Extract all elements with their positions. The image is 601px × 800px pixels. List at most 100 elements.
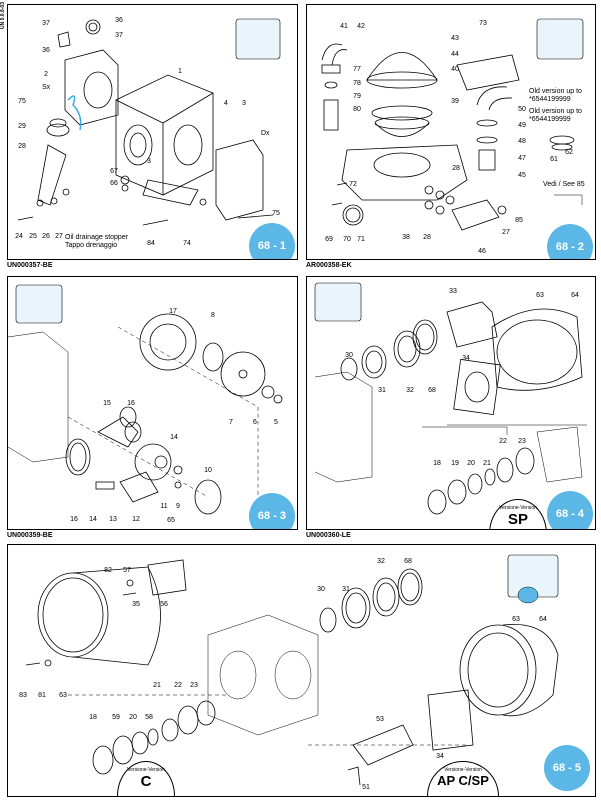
- callout-25: 25: [29, 233, 37, 240]
- callout-71: 71: [357, 236, 365, 243]
- code-panel-1: UN000357-BE: [7, 262, 53, 269]
- callout-21: 21: [483, 460, 491, 467]
- callout-31: 31: [342, 586, 350, 593]
- callout-14: 14: [170, 434, 178, 441]
- callout-11: 11: [160, 503, 167, 510]
- callout-64: 64: [539, 616, 547, 623]
- callout-67: 67: [110, 168, 118, 175]
- code-panel-4: UN000360-LE: [306, 532, 351, 539]
- callout-44: 44: [451, 51, 459, 58]
- callout-18: 18: [89, 714, 97, 721]
- old-version-code-2: *6544199999: [529, 116, 571, 123]
- callout-16b: 16: [70, 516, 78, 523]
- callout-23: 23: [190, 682, 198, 689]
- callout-84: 84: [147, 240, 155, 247]
- panel-68-5: 82 57 35 56 30 31 32 68 63 64 21 22 23 8…: [7, 544, 596, 797]
- callout-10: 10: [204, 467, 212, 474]
- callout-56: 56: [160, 601, 168, 608]
- callout-73: 73: [479, 20, 487, 27]
- callout-47: 47: [518, 155, 526, 162]
- callout-24: 24: [15, 233, 23, 240]
- callout-8: 8: [211, 312, 215, 319]
- callout-42: 42: [357, 23, 365, 30]
- callout-28: 28: [452, 165, 460, 172]
- callout-20: 20: [467, 460, 475, 467]
- callout-22: 22: [174, 682, 182, 689]
- callout-32: 32: [377, 558, 385, 565]
- callout-80: 80: [353, 106, 361, 113]
- callout-53: 53: [376, 716, 384, 723]
- callout-3b: 3: [147, 158, 151, 165]
- callout-34: 34: [436, 753, 444, 760]
- callout-34: 34: [462, 355, 470, 362]
- callout-31: 31: [378, 387, 386, 394]
- reducer-sp-drawing: 33 63 64 30 31 32 68 34 22 23 18 19 20 2…: [314, 282, 587, 515]
- callout-27: 27: [502, 229, 510, 236]
- callout-7: 7: [229, 419, 233, 426]
- panel-68-2: 41 42 73 43 44 77 40 78 79 80 39 50 49 4…: [306, 4, 596, 260]
- side-code: UN 0.0.8-03: [0, 2, 6, 29]
- callout-28b: 28: [423, 234, 431, 241]
- callout-29: 29: [18, 123, 26, 130]
- badge-68-1: 68 - 1: [249, 223, 295, 259]
- callout-17: 17: [169, 308, 177, 315]
- callout-18: 18: [433, 460, 441, 467]
- sx-label: Sx: [42, 84, 51, 91]
- callout-74: 74: [183, 240, 191, 247]
- callout-21: 21: [153, 682, 161, 689]
- callout-57: 57: [123, 567, 131, 574]
- callout-41: 41: [340, 23, 348, 30]
- version-stamp-apc-caption: Versione-Version: [444, 767, 482, 773]
- callout-40: 40: [451, 66, 459, 73]
- callout-32: 32: [406, 387, 414, 394]
- badge-68-5: 68 - 5: [544, 745, 590, 791]
- callout-63b: 63: [59, 692, 67, 699]
- callout-48: 48: [518, 138, 526, 145]
- callout-23: 23: [518, 438, 526, 445]
- version-stamp-apc-value: AP C/SP: [437, 773, 489, 788]
- version-stamp-caption: Versione-Version: [499, 505, 537, 511]
- panel-68-1: 36 37 37 36 2 75 1 29 28 4 3 67 66 3 24 …: [7, 4, 298, 260]
- callout-59: 59: [112, 714, 120, 721]
- panel-68-3: 17 8 15 16 14 10 7 6 5 16 14 13 12 11 9 …: [7, 276, 298, 530]
- callout-61: 61: [550, 156, 558, 163]
- callout-4: 4: [224, 100, 228, 107]
- version-stamp-apc: Versione-Version AP C/SP: [427, 761, 499, 796]
- callout-9: 9: [176, 503, 180, 510]
- see-85-note: Vedi / See 85: [543, 181, 585, 188]
- badge-68-3: 68 - 3: [249, 493, 295, 529]
- reducer-c-apc-drawing: 82 57 35 56 30 31 32 68 63 64 21 22 23 8…: [19, 554, 559, 791]
- callout-50: 50: [518, 106, 526, 113]
- callout-35: 35: [132, 601, 140, 608]
- pump-body-drawing: 36 37 37 36 2 75 1 29 28 4 3 67 66 3 24 …: [15, 17, 281, 247]
- badge-68-2: 68 - 2: [547, 224, 593, 259]
- callout-49: 49: [518, 122, 526, 129]
- callout-37: 37: [115, 32, 123, 39]
- oil-stopper-label-it: Tappo drenaggio: [65, 242, 118, 249]
- callout-14b: 14: [89, 516, 97, 523]
- callout-62: 62: [565, 149, 573, 156]
- callout-27: 27: [55, 233, 63, 240]
- valve-assembly-drawing: 41 42 73 43 44 77 40 78 79 80 39 50 49 4…: [321, 18, 584, 255]
- callout-16: 16: [127, 400, 135, 407]
- callout-33: 33: [449, 288, 457, 295]
- callout-81: 81: [38, 692, 46, 699]
- callout-63: 63: [512, 616, 520, 623]
- old-version-code-1: *6544199999: [529, 96, 571, 103]
- callout-1: 1: [178, 68, 182, 75]
- callout-78: 78: [353, 80, 361, 87]
- callout-69: 69: [325, 236, 333, 243]
- version-stamp-c-caption: Versione-Version: [127, 767, 165, 773]
- callout-30: 30: [317, 586, 325, 593]
- callout-36b: 36: [42, 47, 50, 54]
- callout-30: 30: [345, 352, 353, 359]
- callout-51: 51: [362, 784, 370, 791]
- code-panel-3: UN000359-BE: [7, 532, 53, 539]
- callout-38: 38: [402, 234, 410, 241]
- callout-39: 39: [451, 98, 459, 105]
- callout-77: 77: [353, 66, 361, 73]
- callout-26: 26: [42, 233, 50, 240]
- callout-63: 63: [536, 292, 544, 299]
- callout-19: 19: [451, 460, 459, 467]
- code-panel-2: AR000358-EK: [306, 262, 352, 269]
